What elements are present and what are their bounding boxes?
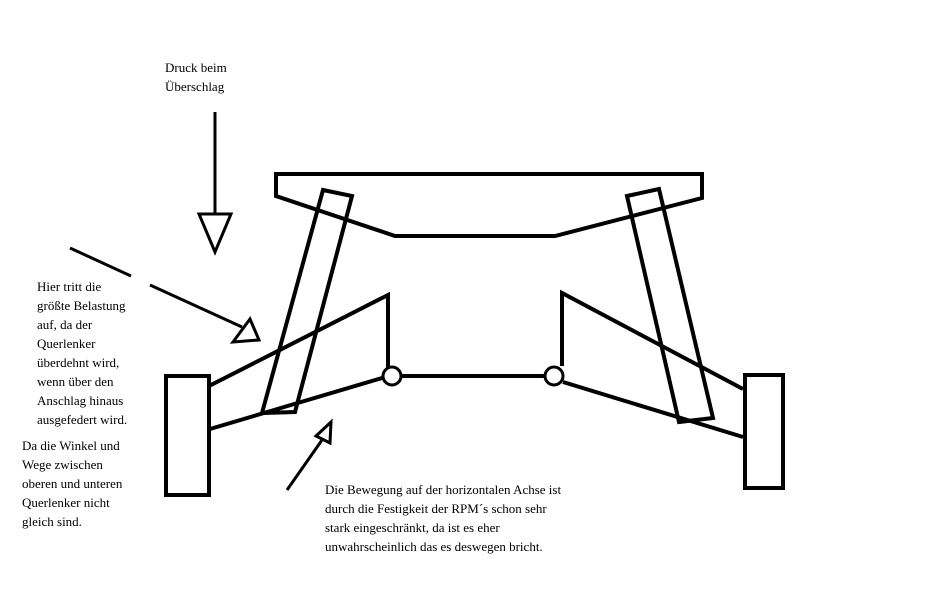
pressure-arrow <box>196 112 234 256</box>
left-wheel <box>164 374 211 497</box>
horizontal-motion-label: Die Bewegung auf der horizontalen Achse … <box>325 482 562 554</box>
motion-arrow <box>285 418 333 491</box>
pressure-label: Druck beim Überschlag <box>165 60 227 94</box>
left-strut <box>259 187 355 416</box>
angles-label: Da die Winkel und Wege zwischen oberen u… <box>22 438 123 529</box>
left-pivot-joint <box>381 365 403 387</box>
left-upper-control-arm <box>208 291 390 388</box>
right-strut <box>624 186 716 425</box>
stress-arrow <box>69 246 262 344</box>
right-pivot-joint <box>543 365 565 387</box>
left-lower-control-arm <box>209 376 383 431</box>
chassis-frame <box>274 172 704 238</box>
right-lower-control-arm <box>562 380 744 439</box>
right-wheel <box>743 373 785 490</box>
max-stress-label: Hier tritt die größte Belastung auf, da … <box>37 279 128 427</box>
right-upper-control-arm <box>560 289 744 391</box>
